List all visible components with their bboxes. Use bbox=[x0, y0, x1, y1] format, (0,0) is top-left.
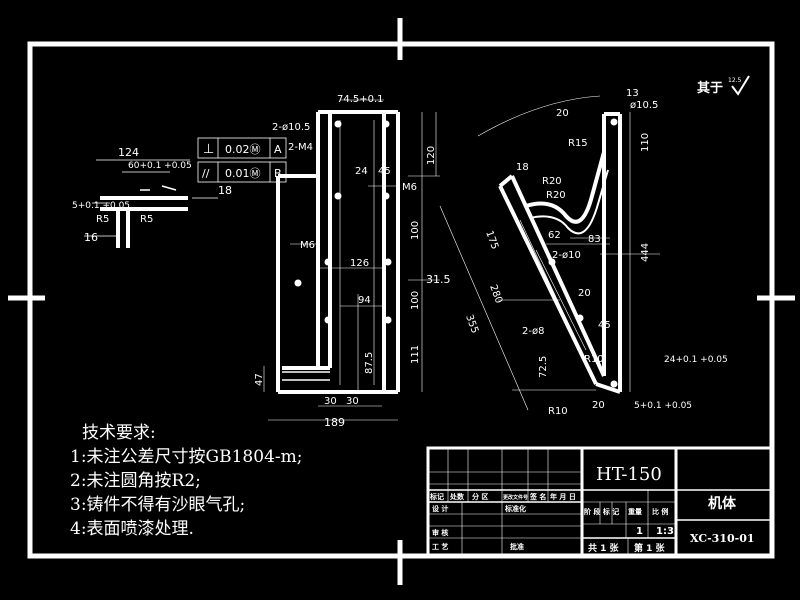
dim-r5-b: R5 bbox=[140, 214, 153, 225]
dim-5-right: 5+0.1 +0.05 bbox=[634, 401, 692, 411]
dim-5-left: 5+0.1 +0.05 bbox=[72, 201, 130, 211]
title-header-cell: 年 月 日 bbox=[550, 492, 576, 501]
tol2-symbol: // bbox=[202, 167, 210, 180]
dim-r20-a: R20 bbox=[542, 176, 562, 187]
dim-120: 120 bbox=[426, 146, 437, 165]
tech-item-4: 4:表面喷漆处理. bbox=[70, 519, 194, 539]
dim-72-5: 72.5 bbox=[538, 356, 549, 378]
centering-marks bbox=[8, 18, 795, 585]
tech-heading: 技术要求: bbox=[82, 423, 156, 443]
dim-2-d10-5: 2-ø10.5 bbox=[272, 122, 310, 133]
dim-100-a: 100 bbox=[410, 221, 421, 240]
tech-item-2: 2:未注圆角按R2; bbox=[70, 471, 201, 491]
title-header-cell: 签 名 bbox=[529, 492, 546, 501]
title-header-cell: 分 区 bbox=[472, 492, 488, 501]
dim-124: 124 bbox=[118, 146, 139, 159]
dim-30-a: 30 bbox=[324, 396, 337, 407]
title-material: HT-150 bbox=[596, 464, 662, 485]
title-header-cell: 处数 bbox=[449, 492, 465, 501]
tol1-symbol: ⊥ bbox=[203, 142, 214, 157]
dim-20-mid: 20 bbox=[578, 288, 591, 299]
title-sheets-total: 共 1 张 bbox=[588, 542, 620, 554]
dim-r20-b: R20 bbox=[546, 190, 566, 201]
dim-355: 355 bbox=[463, 313, 480, 335]
dim-2-m4: 2-M4 bbox=[288, 142, 313, 153]
dim-444: 444 bbox=[640, 243, 651, 262]
dim-280: 280 bbox=[487, 283, 504, 305]
dim-m6-a: M6 bbox=[402, 182, 417, 193]
side-view-right bbox=[439, 95, 660, 411]
title-header-cell: 标记 bbox=[429, 492, 444, 501]
dim-189: 189 bbox=[324, 416, 345, 429]
title-mid-label: 标准化 bbox=[504, 504, 526, 513]
dim-13: 13 bbox=[626, 88, 639, 99]
dim-r10-b: R10 bbox=[548, 406, 568, 417]
dim-45-right: 45 bbox=[598, 320, 611, 331]
dim-94: 94 bbox=[358, 295, 371, 306]
title-header-cell: 更改文件号 bbox=[503, 494, 528, 501]
tol1-value: 0.02Ⓜ bbox=[225, 143, 261, 156]
dim-31-5: 31.5 bbox=[426, 273, 451, 286]
surface-finish-symbol-icon bbox=[731, 75, 750, 96]
dim-20-top: 20 bbox=[556, 108, 569, 119]
dim-m6-b: M6 bbox=[300, 240, 315, 251]
title-sheet-number: 第 1 张 bbox=[634, 542, 666, 554]
surface-finish-note: 其于 bbox=[697, 80, 723, 96]
dim-126: 126 bbox=[350, 258, 369, 269]
title-scale: 1:3 bbox=[656, 526, 674, 537]
dim-d10-5: ø10.5 bbox=[630, 100, 658, 111]
title-mid-label: 批准 bbox=[510, 542, 524, 551]
dim-45: 45 bbox=[378, 166, 391, 177]
dim-18-right: 18 bbox=[516, 162, 529, 173]
front-view-middle bbox=[263, 99, 440, 421]
dim-2-d8: 2-ø8 bbox=[522, 326, 544, 337]
dim-18-left: 18 bbox=[218, 184, 232, 197]
tech-item-1: 1:未注公差尺寸按GB1804-m; bbox=[70, 447, 302, 467]
dim-24: 24 bbox=[355, 166, 368, 177]
tech-requirements: 技术要求: 1:未注公差尺寸按GB1804-m; 2:未注圆角按R2; 3:铸件… bbox=[70, 423, 302, 539]
dim-83: 83 bbox=[588, 234, 601, 245]
dim-r5-a: R5 bbox=[96, 214, 109, 225]
tol1-datum: A bbox=[274, 143, 282, 156]
tol2-datum: B bbox=[274, 167, 282, 180]
dim-175: 175 bbox=[483, 229, 500, 251]
dim-100-b: 100 bbox=[410, 291, 421, 310]
title-header-right-cell: 阶 段 标 记 bbox=[584, 507, 619, 516]
surface-finish-value: 12.5 bbox=[728, 77, 742, 84]
dim-111: 111 bbox=[410, 345, 421, 364]
title-header-right-cell: 比 例 bbox=[652, 507, 668, 516]
title-row-label: 审 核 bbox=[432, 528, 448, 537]
tol2-value: 0.01Ⓜ bbox=[225, 167, 261, 180]
dim-24-right: 24+0.1 +0.05 bbox=[664, 355, 728, 365]
dim-2-d10: 2-ø10 bbox=[552, 250, 581, 261]
tech-item-3: 3:铸件不得有沙眼气孔; bbox=[70, 495, 245, 515]
title-part-name: 机体 bbox=[708, 495, 737, 512]
dim-r10-a: R10 bbox=[584, 354, 604, 365]
dim-16: 16 bbox=[84, 231, 98, 244]
dim-20-bottom: 20 bbox=[592, 400, 605, 411]
dim-60: 60+0.1 +0.05 bbox=[128, 161, 192, 171]
title-quantity: 1 bbox=[636, 526, 643, 537]
dim-47: 47 bbox=[254, 373, 265, 386]
section-detail-left bbox=[84, 159, 218, 248]
title-drawing-number: XC-310-01 bbox=[690, 532, 755, 545]
dim-110: 110 bbox=[640, 133, 651, 152]
tolerance-frames bbox=[197, 137, 287, 183]
dim-62: 62 bbox=[548, 230, 561, 241]
dim-87-5: 87.5 bbox=[364, 352, 375, 374]
title-header-right-cell: 重量 bbox=[628, 507, 642, 516]
title-block bbox=[426, 446, 774, 558]
dim-r15: R15 bbox=[568, 138, 588, 149]
title-row-label: 工 艺 bbox=[432, 542, 448, 551]
dim-74-5: 74.5+0.1 bbox=[337, 94, 384, 105]
dim-30-b: 30 bbox=[346, 396, 359, 407]
title-row-label: 设 计 bbox=[432, 504, 448, 513]
